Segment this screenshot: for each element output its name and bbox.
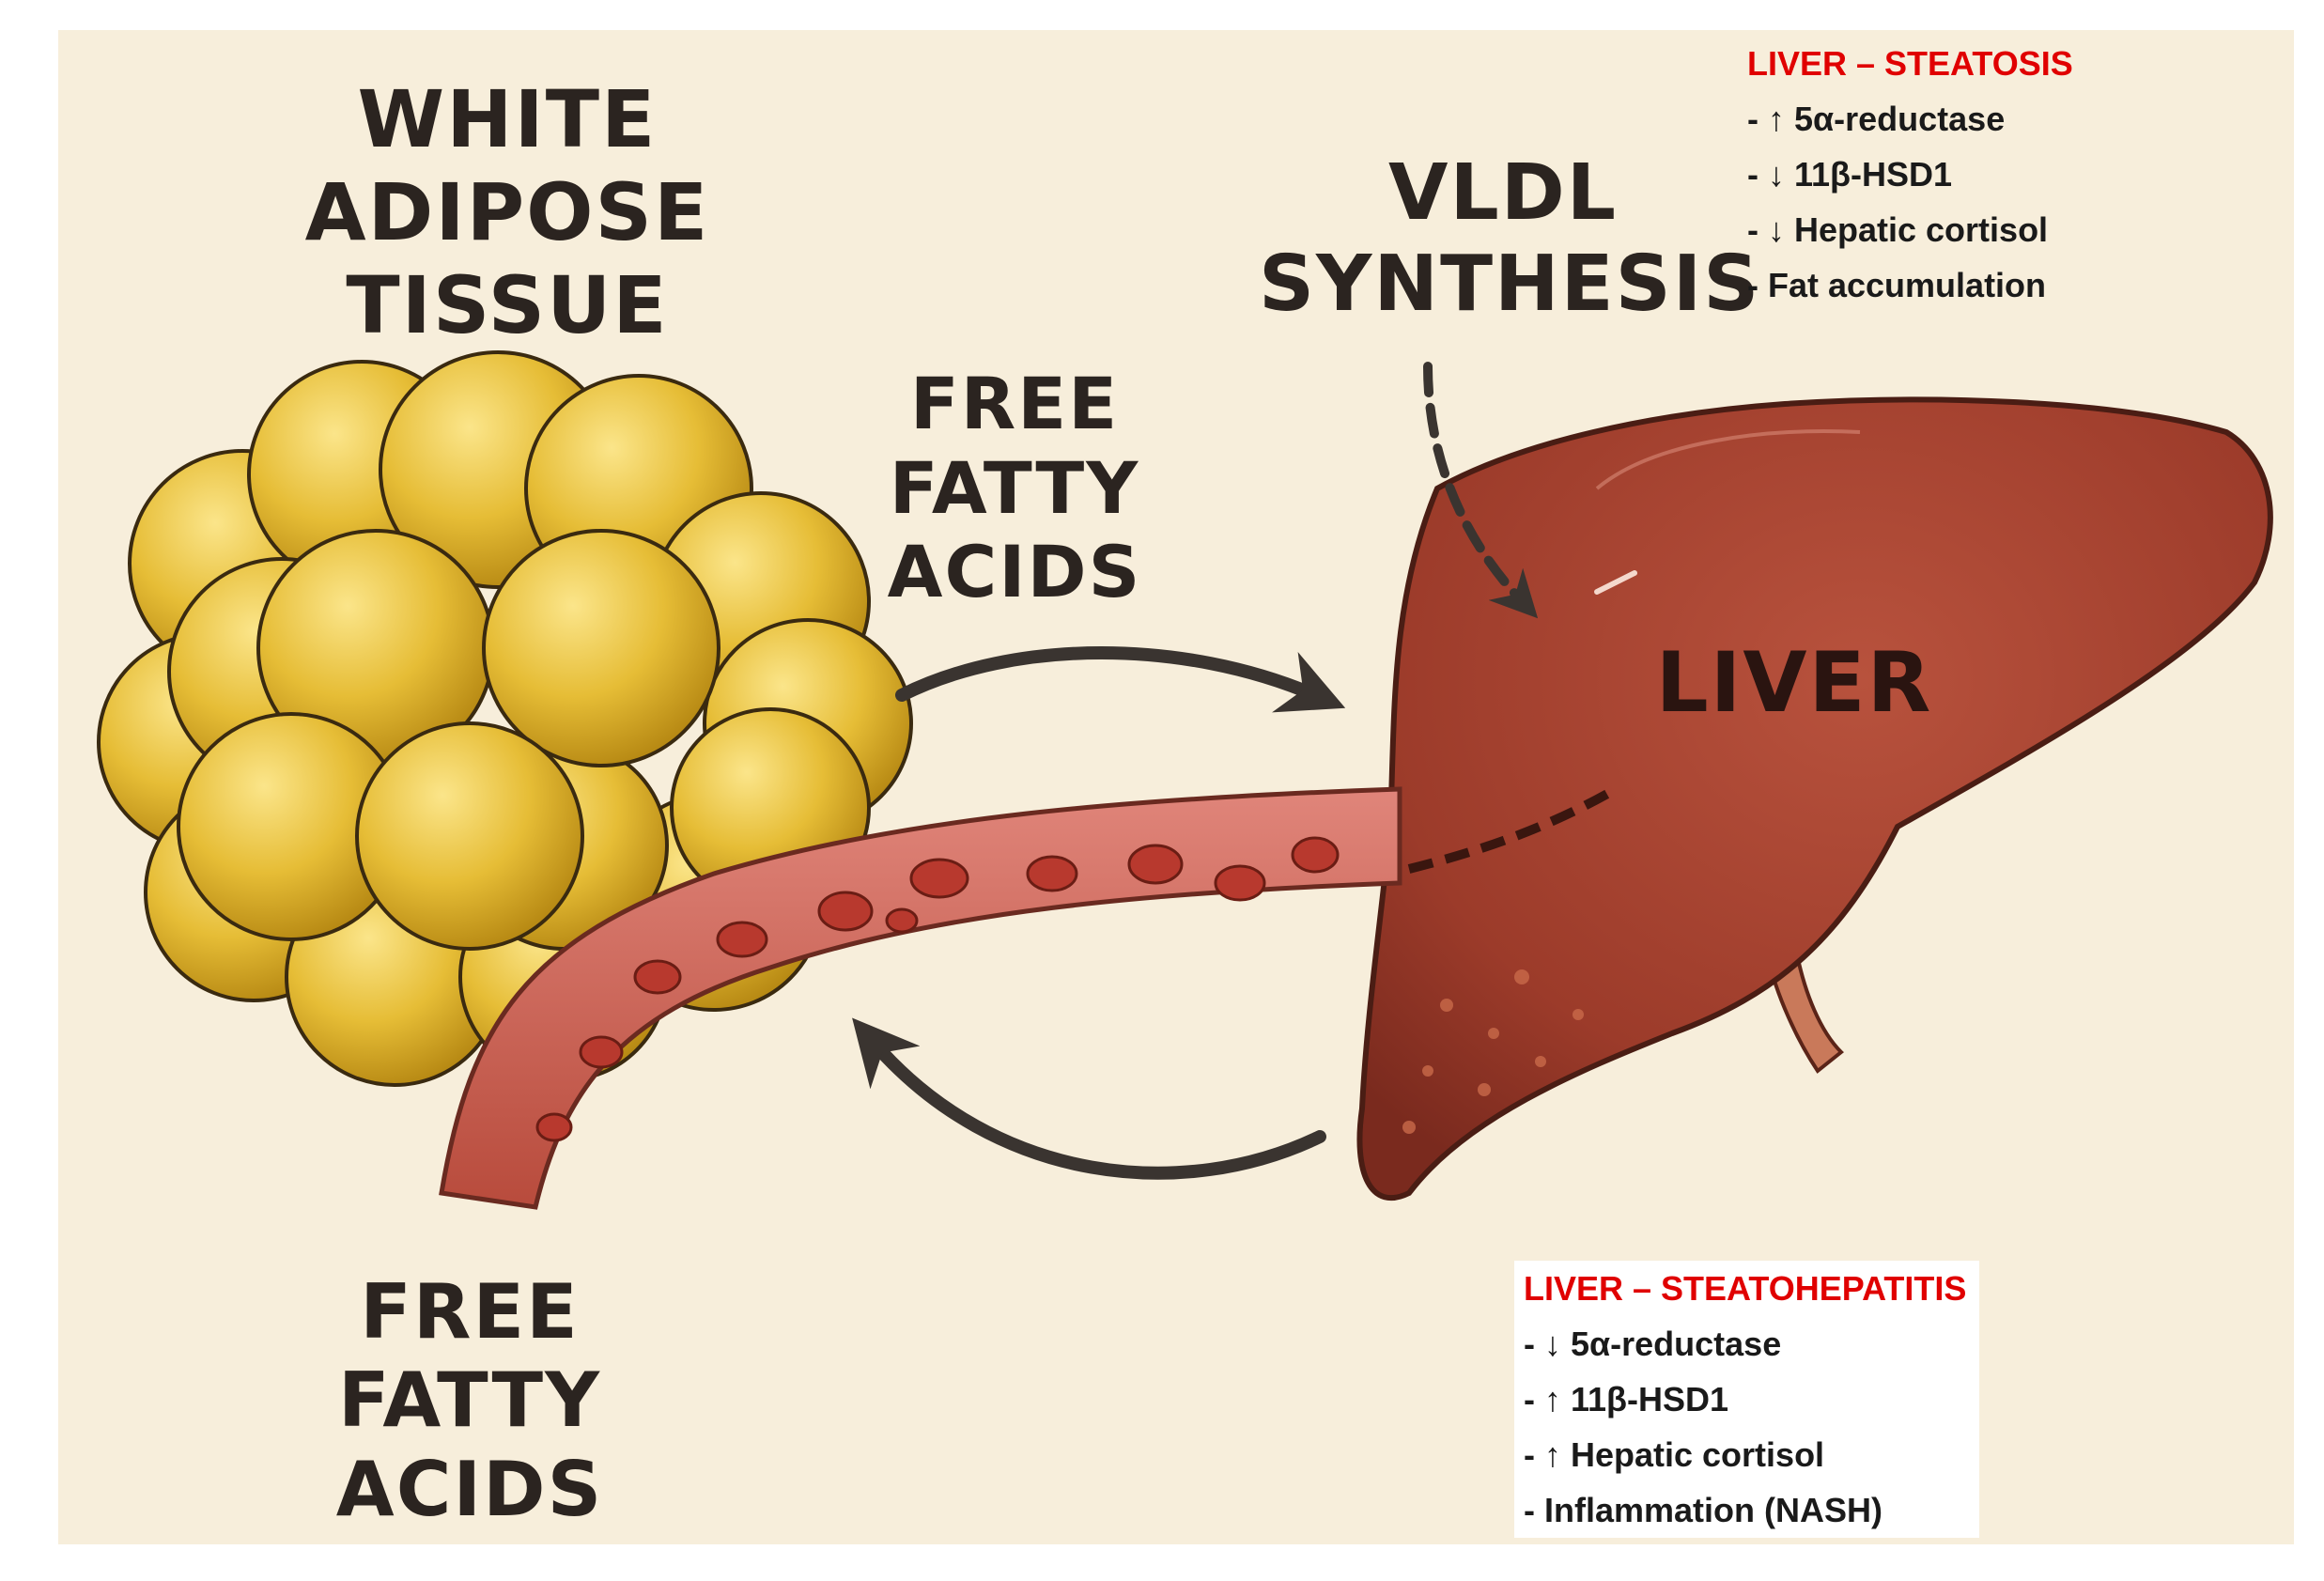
adipose-label-line: WHITE: [357, 73, 658, 165]
fat-cell: [355, 721, 584, 951]
ffa-top-line: FREE: [909, 362, 1120, 445]
free-fatty-acids-top-label: FREE FATTY ACIDS: [845, 362, 1184, 614]
steatohepatitis-info-box: LIVER – STEATOHEPATITIS - ↓ 5α-reductase…: [1514, 1261, 1980, 1538]
vldl-dashed-arrow: [1423, 362, 1539, 619]
vldl-line: SYNTHESIS: [1259, 239, 1761, 329]
steatosis-info-box: LIVER – STEATOSIS - ↑ 5α-reductase - ↓ 1…: [1747, 36, 2073, 313]
steatosis-item: - ↑ 5α-reductase: [1747, 100, 2006, 138]
adipose-label-line: ADIPOSE: [304, 166, 710, 259]
steatohepatitis-item: - ↑ 11β-HSD1: [1524, 1380, 1729, 1418]
fat-cell: [482, 529, 720, 767]
steatosis-title: LIVER – STEATOSIS: [1747, 44, 2073, 83]
liver-organ: [1356, 396, 2273, 1201]
blood-vessel: [439, 786, 1402, 1210]
adipose-label-line: TISSUE: [346, 259, 669, 352]
ffa-top-line: FATTY: [889, 445, 1140, 530]
steatosis-item: - ↓ Hepatic cortisol: [1747, 210, 2049, 249]
liver-label: LIVER: [1655, 634, 1933, 731]
free-fatty-acids-bottom-label: FREE FATTY ACIDS: [310, 1268, 629, 1534]
vldl-line: VLDL: [1387, 148, 1619, 238]
ffa-bottom-line: ACIDS: [335, 1445, 604, 1533]
ffa-bottom-line: FATTY: [337, 1356, 602, 1445]
adipose-tissue-cluster: [97, 350, 913, 1087]
steatohepatitis-item: - ↑ Hepatic cortisol: [1524, 1435, 1825, 1474]
steatosis-item: - ↓ 11β-HSD1: [1747, 155, 1953, 194]
ffa-bottom-line: FREE: [360, 1268, 580, 1356]
arrow-to-adipose: [852, 1017, 1326, 1180]
arrow-to-liver: [895, 646, 1346, 713]
vldl-synthesis-label: VLDL SYNTHESIS: [1259, 148, 1761, 331]
steatohepatitis-title: LIVER – STEATOHEPATITIS: [1524, 1269, 1967, 1308]
steatosis-item: - Fat accumulation: [1747, 266, 2047, 304]
steatohepatitis-item: - Inflammation (NASH): [1524, 1491, 1882, 1529]
ffa-top-line: ACIDS: [887, 530, 1142, 614]
steatohepatitis-item: - ↓ 5α-reductase: [1524, 1325, 1782, 1363]
adipose-tissue-label: WHITE ADIPOSE TISSUE: [272, 73, 742, 352]
